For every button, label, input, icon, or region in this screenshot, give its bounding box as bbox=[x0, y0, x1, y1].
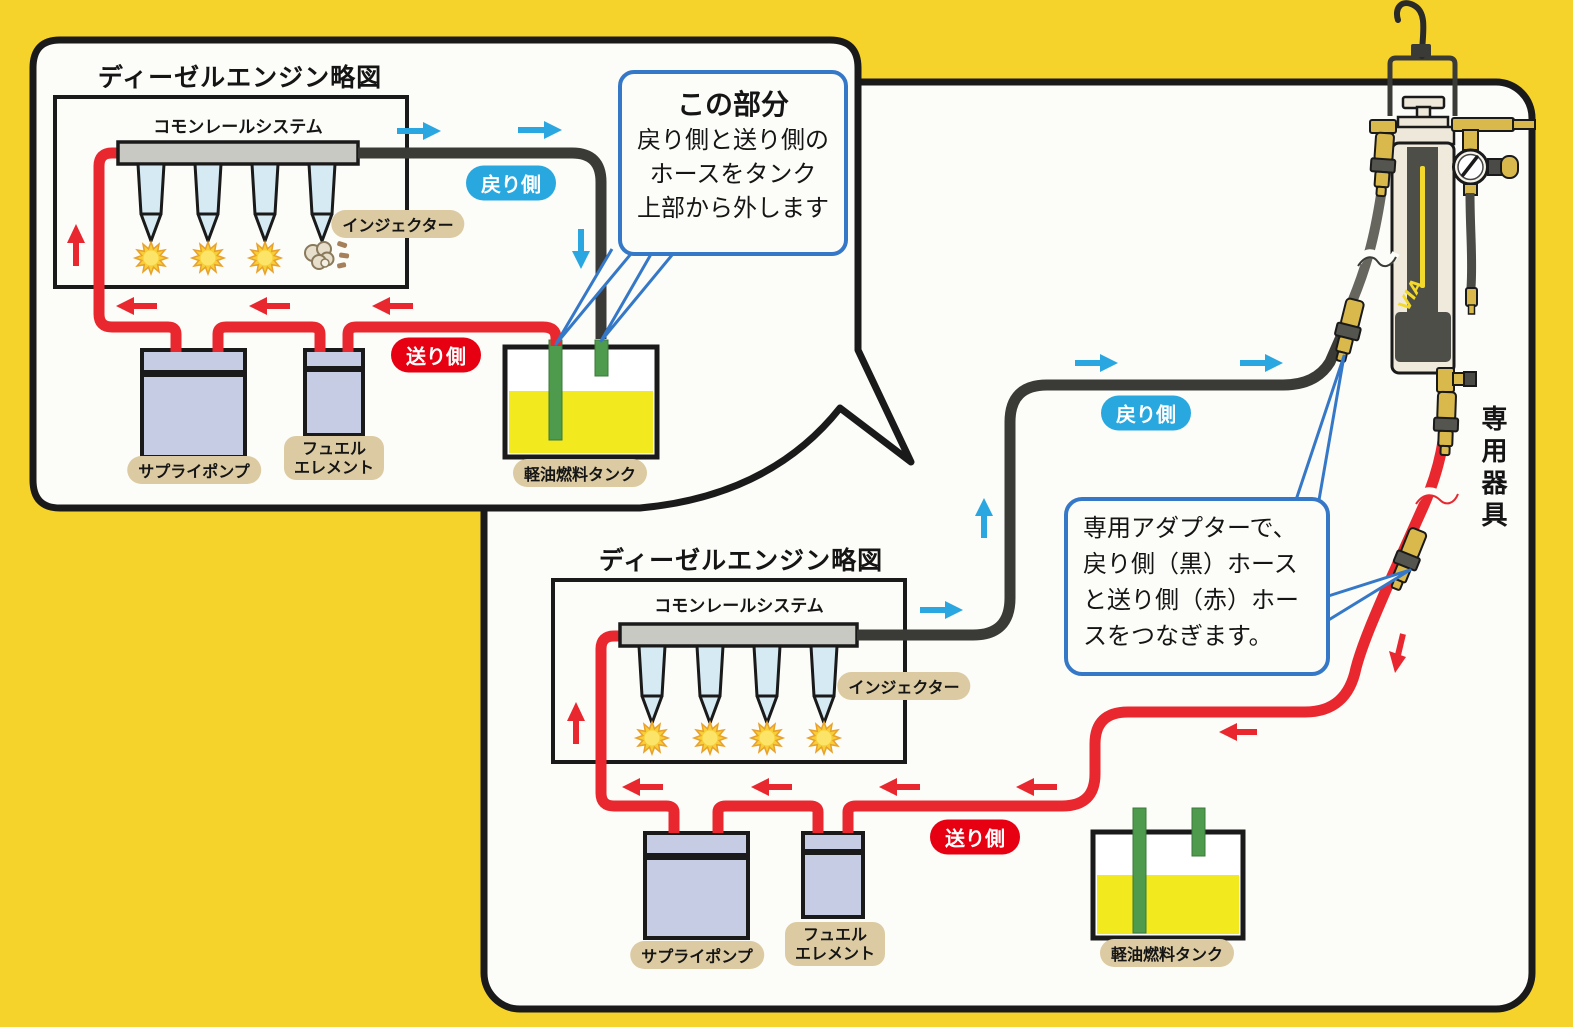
supply-pump-bottom bbox=[643, 831, 750, 940]
vent-hose-tip bbox=[1465, 287, 1478, 307]
hose-break-marks bbox=[1354, 249, 1462, 505]
injector-label-top: インジェクター bbox=[331, 210, 465, 238]
callout-line: 専用アダプターで、 bbox=[1083, 514, 1297, 542]
fuel-element-label-top: フュエル エレメント bbox=[283, 436, 385, 480]
fuel-element-top bbox=[303, 348, 365, 437]
callout-line: ホースをタンク bbox=[649, 160, 817, 188]
fuel-tank-bottom bbox=[1090, 807, 1246, 941]
fuel-tank-top bbox=[502, 339, 660, 460]
common-rail-top bbox=[116, 140, 360, 166]
vent-hose-tip-end bbox=[1467, 304, 1476, 315]
right-t-fitting bbox=[1451, 117, 1515, 132]
fuel-element-line1: フュエル bbox=[301, 439, 367, 458]
fuel-element-bottom bbox=[801, 831, 865, 919]
fuel-element-line2: エレメント bbox=[293, 458, 375, 477]
common-rail-label-bottom: コモンレールシステム bbox=[654, 596, 824, 617]
fuel-element-line1: フュエル bbox=[802, 925, 868, 944]
return-side-pill-top: 戻り側 bbox=[466, 165, 556, 201]
supply-pump-label-top: サプライポンプ bbox=[127, 456, 261, 484]
right-fitting-tip bbox=[1512, 119, 1536, 130]
smoke-deposit-icon bbox=[304, 241, 350, 270]
send-hose-red bbox=[842, 389, 1453, 833]
gauge-stem bbox=[1462, 129, 1479, 151]
bottom-outlet bbox=[1436, 367, 1455, 393]
engine-schematic-bottom bbox=[551, 327, 1453, 941]
tank-label-bottom: 軽油燃料タンク bbox=[1099, 939, 1235, 967]
red-flow-arrows-bottom bbox=[567, 633, 1406, 796]
supply-pump-top bbox=[140, 348, 247, 459]
blue-flow-arrows-top bbox=[397, 121, 590, 269]
common-rail-bottom bbox=[618, 622, 859, 648]
tank-supply-tube bbox=[548, 339, 563, 441]
callout-line: 戻り側（黒）ホース bbox=[1083, 550, 1298, 578]
engine-box-bottom bbox=[551, 578, 907, 764]
tool-cap-wide bbox=[1390, 125, 1456, 146]
callout-pointers bbox=[554, 248, 1412, 626]
fuel-element-label-bottom: フュエル エレメント bbox=[784, 922, 886, 966]
tank-return-tube bbox=[1191, 807, 1206, 857]
callout-line: 上部から外します bbox=[637, 194, 829, 222]
callout-line: 戻り側と送り側の bbox=[637, 126, 829, 154]
send-pipe-top bbox=[93, 147, 562, 352]
tank-return-tube bbox=[594, 339, 609, 377]
callout-line: と送り側（赤）ホー bbox=[1083, 586, 1299, 614]
tank-label-top: 軽油燃料タンク bbox=[512, 459, 648, 487]
vent-hose bbox=[1465, 192, 1477, 289]
canister-band bbox=[1395, 312, 1451, 362]
callout-title: この部分 bbox=[676, 88, 789, 121]
callout-adapter: 専用アダプターで、 戻り側（黒）ホース と送り側（赤）ホー スをつなぎます。 bbox=[1064, 497, 1330, 676]
special-tool-label: 専用器具 bbox=[1477, 405, 1507, 533]
bottom-outlet-cap bbox=[1463, 371, 1477, 387]
cleaning-tool: VIA bbox=[1347, 0, 1536, 393]
schematic-title-top: ディーゼルエンジン略図 bbox=[97, 63, 383, 92]
blue-flow-arrows-bottom bbox=[920, 354, 1283, 619]
callout-line: スをつなぎます。 bbox=[1083, 622, 1273, 650]
left-port-elbow bbox=[1369, 119, 1397, 134]
send-side-pill-top: 送り側 bbox=[391, 337, 481, 373]
hook-mount bbox=[1411, 44, 1431, 57]
return-hose-top bbox=[358, 147, 607, 339]
tool-hook-icon bbox=[1394, 0, 1427, 59]
tank-supply-tube bbox=[1132, 807, 1147, 934]
send-pipe-bottom bbox=[595, 389, 1453, 833]
gauge-needle bbox=[1461, 155, 1479, 177]
send-side-pill-bottom: 送り側 bbox=[930, 819, 1020, 855]
injector-label-bottom: インジェクター bbox=[837, 672, 971, 700]
engine-schematic-top bbox=[53, 95, 660, 460]
pressure-gauge bbox=[1452, 148, 1519, 186]
callout-this-part: この部分 戻り側と送り側の ホースをタンク 上部から外します bbox=[618, 70, 848, 256]
return-hose-black bbox=[857, 327, 1350, 641]
schematic-title-bottom: ディーゼルエンジン略図 bbox=[598, 546, 884, 575]
red-flow-arrows-top bbox=[67, 224, 413, 315]
common-rail-label-top: コモンレールシステム bbox=[153, 117, 323, 138]
supply-pump-label-bottom: サプライポンプ bbox=[630, 941, 764, 969]
fuel-element-line2: エレメント bbox=[794, 944, 876, 963]
sight-line bbox=[1420, 166, 1425, 288]
return-side-pill-bottom: 戻り側 bbox=[1101, 395, 1191, 431]
